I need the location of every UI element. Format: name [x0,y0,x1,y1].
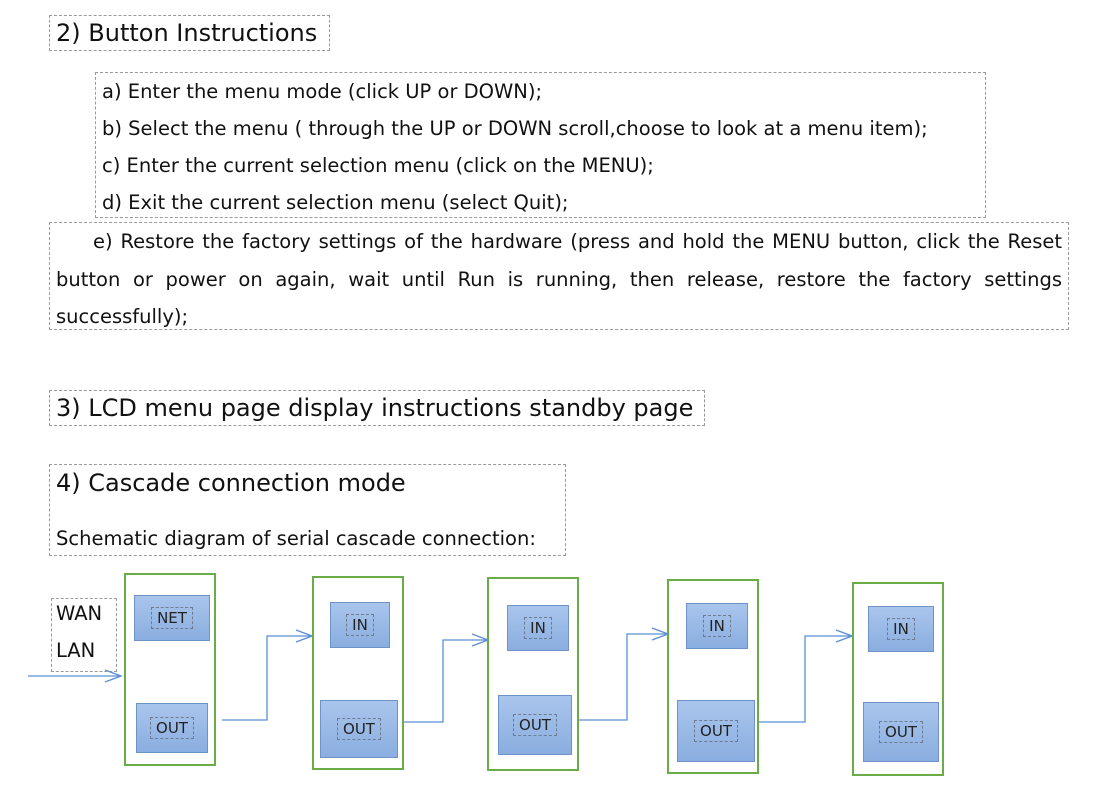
port-label: IN [346,614,374,636]
device-3-out-port: OUT [498,695,572,755]
port-label: IN [887,618,915,640]
factory-reset-note: e) Restore the factory settings of the h… [49,222,1069,330]
device-2-out-port: OUT [320,700,398,758]
device-2-in-port: IN [330,602,390,648]
step-c: c) Enter the current selection menu (cli… [102,154,654,177]
port-label: OUT [150,717,194,739]
step-d: d) Exit the current selection menu (sele… [102,191,569,214]
device-4-out-port: OUT [677,700,755,762]
device-5: IN OUT [852,582,944,776]
section-3-title: 3) LCD menu page display instructions st… [56,394,694,422]
wire-3-4 [572,634,668,721]
section-2-heading: 2) Button Instructions [49,15,330,51]
port-label: IN [524,617,552,639]
wire-2-3 [397,640,488,723]
wan-lan-label: WAN LAN [51,598,117,672]
section-2-title: 2) Button Instructions [56,19,318,47]
wire-1-2 [222,636,312,721]
port-label: NET [151,607,193,629]
wire-4-5 [754,636,852,723]
device-2: IN OUT [312,576,404,770]
device-5-in-port: IN [868,606,934,652]
section-3-heading: 3) LCD menu page display instructions st… [49,390,705,426]
device-1-out-port: OUT [136,703,208,753]
device-4: IN OUT [667,579,759,774]
menu-steps-box: a) Enter the menu mode (click UP or DOWN… [95,72,986,218]
step-a: a) Enter the menu mode (click UP or DOWN… [102,80,543,103]
port-label: OUT [694,720,738,742]
wan-label: WAN [56,602,103,625]
device-1-net-port: NET [134,595,210,641]
port-label: OUT [513,714,557,736]
device-4-in-port: IN [686,603,748,649]
factory-reset-text: e) Restore the factory settings of the h… [56,230,1062,328]
device-3-in-port: IN [507,605,569,651]
section-4-title: 4) Cascade connection mode [56,469,406,497]
section-4-box: 4) Cascade connection mode Schematic dia… [49,464,566,556]
device-3: IN OUT [487,577,579,771]
lan-label: LAN [56,639,96,662]
port-label: OUT [337,718,381,740]
device-5-out-port: OUT [863,702,939,762]
device-1: NET OUT [124,573,216,766]
port-label: IN [703,615,731,637]
diagram-caption: Schematic diagram of serial cascade conn… [56,527,536,550]
step-b: b) Select the menu ( through the UP or D… [102,117,928,140]
port-label: OUT [879,721,923,743]
